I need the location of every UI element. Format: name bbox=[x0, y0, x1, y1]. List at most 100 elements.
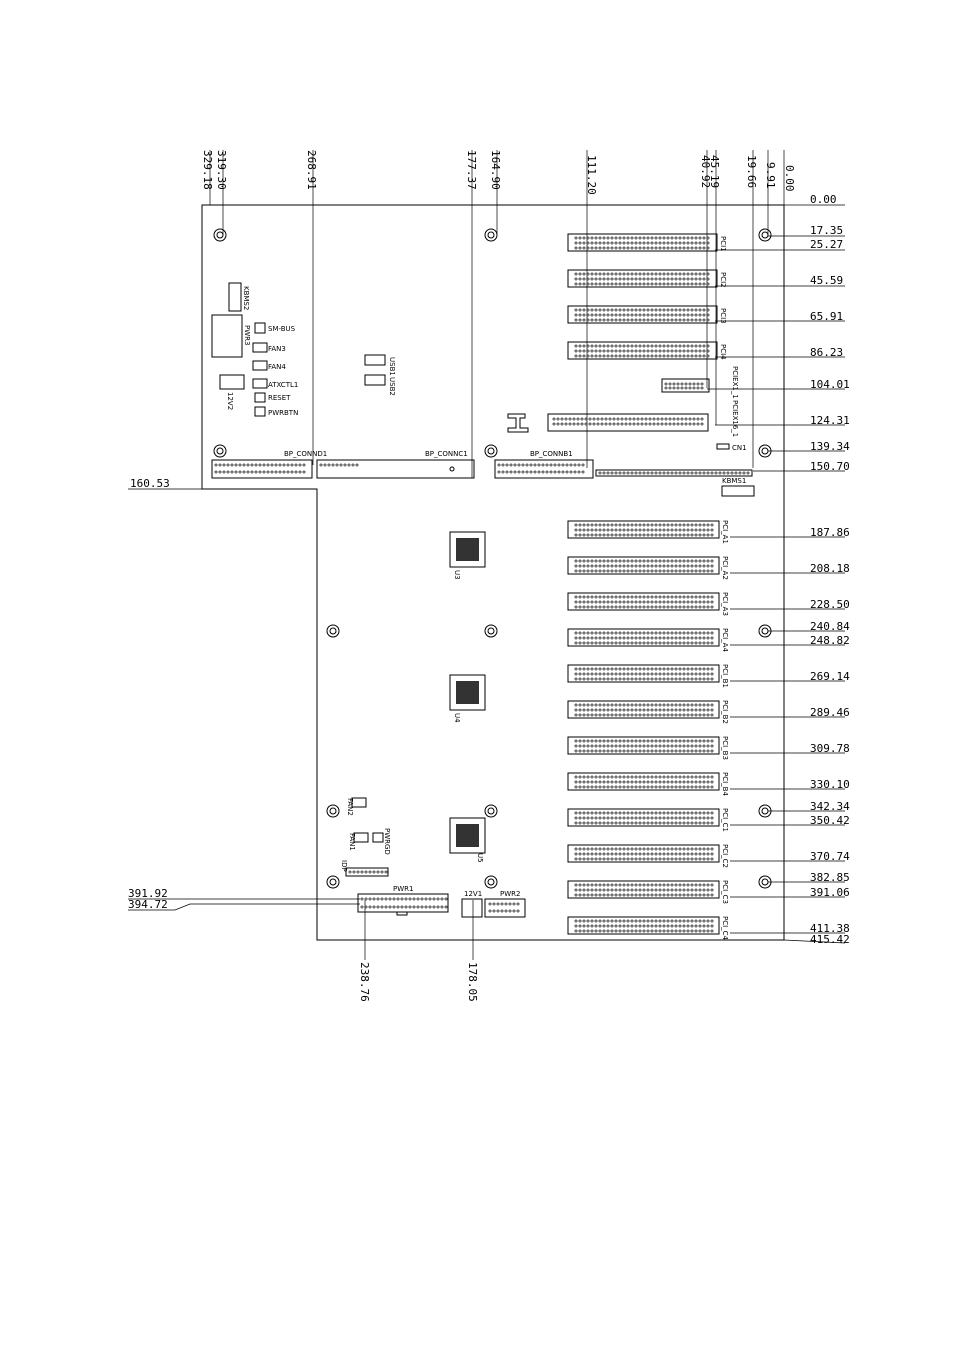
pin bbox=[638, 559, 642, 563]
pin bbox=[702, 272, 706, 276]
pin bbox=[692, 382, 696, 386]
pin bbox=[650, 308, 654, 312]
dim-left-2: 394.72 bbox=[128, 898, 168, 911]
pin bbox=[670, 605, 674, 609]
pin bbox=[626, 564, 630, 568]
pin bbox=[646, 349, 650, 353]
pin bbox=[642, 703, 646, 707]
pin bbox=[598, 528, 602, 532]
pin bbox=[678, 595, 682, 599]
pin bbox=[610, 277, 614, 281]
pin bbox=[582, 241, 586, 245]
pin bbox=[602, 667, 606, 671]
pin bbox=[686, 349, 690, 353]
pin bbox=[594, 847, 598, 851]
pin bbox=[614, 929, 618, 933]
pin bbox=[634, 749, 638, 753]
pin bbox=[654, 703, 658, 707]
pin bbox=[610, 883, 614, 887]
pin bbox=[561, 470, 565, 474]
pin bbox=[674, 523, 678, 527]
pin bbox=[347, 463, 351, 467]
pin bbox=[586, 847, 590, 851]
pin bbox=[702, 636, 706, 640]
pin bbox=[690, 631, 694, 635]
pin bbox=[626, 605, 630, 609]
pin bbox=[634, 344, 638, 348]
pin bbox=[642, 883, 646, 887]
pin bbox=[582, 641, 586, 645]
pin bbox=[582, 893, 586, 897]
pin bbox=[290, 463, 294, 467]
pin bbox=[634, 272, 638, 276]
pin bbox=[404, 897, 408, 901]
pin bbox=[650, 677, 654, 681]
pin bbox=[706, 282, 710, 286]
pin bbox=[578, 569, 582, 573]
pin bbox=[577, 470, 581, 474]
pin bbox=[614, 471, 618, 475]
pin bbox=[553, 463, 557, 467]
pin bbox=[702, 344, 706, 348]
pin bbox=[578, 631, 582, 635]
pin bbox=[606, 785, 610, 789]
kbms1-connector bbox=[721, 485, 755, 497]
pci-label: PCI_A3 bbox=[721, 592, 729, 616]
pin bbox=[654, 713, 658, 717]
pin bbox=[630, 847, 634, 851]
pin bbox=[622, 641, 626, 645]
pin bbox=[424, 897, 428, 901]
pin bbox=[560, 422, 564, 426]
pin bbox=[578, 672, 582, 676]
pin bbox=[666, 564, 670, 568]
pin bbox=[610, 241, 614, 245]
u5-chip bbox=[449, 817, 486, 854]
pin bbox=[710, 780, 714, 784]
pin bbox=[598, 344, 602, 348]
pin bbox=[650, 893, 654, 897]
pin bbox=[642, 564, 646, 568]
pin bbox=[602, 349, 606, 353]
pin bbox=[586, 744, 590, 748]
pin bbox=[574, 282, 578, 286]
left-headers: KBMS2 PWR3 SM-BUS FAN3 FAN4 ATXCTL1 RESE… bbox=[211, 282, 298, 417]
pin bbox=[674, 313, 678, 317]
pin bbox=[606, 595, 610, 599]
pin bbox=[610, 852, 614, 856]
pin bbox=[646, 471, 650, 475]
pin bbox=[658, 564, 662, 568]
pin bbox=[578, 816, 582, 820]
pin bbox=[590, 888, 594, 892]
pin bbox=[682, 708, 686, 712]
pin bbox=[706, 713, 710, 717]
pin bbox=[578, 919, 582, 923]
pin bbox=[642, 775, 646, 779]
pin bbox=[670, 533, 674, 537]
pin bbox=[680, 422, 684, 426]
pin bbox=[384, 897, 388, 901]
pin bbox=[656, 417, 660, 421]
pin bbox=[690, 929, 694, 933]
pin bbox=[642, 528, 646, 532]
pin bbox=[578, 739, 582, 743]
pin bbox=[662, 308, 666, 312]
pin bbox=[521, 470, 525, 474]
pin bbox=[642, 636, 646, 640]
pin bbox=[674, 713, 678, 717]
pin bbox=[630, 344, 634, 348]
pin bbox=[698, 924, 702, 928]
pin bbox=[666, 929, 670, 933]
pin bbox=[590, 739, 594, 743]
pin bbox=[686, 749, 690, 753]
pin bbox=[700, 382, 704, 386]
board-outline bbox=[201, 204, 785, 941]
pin bbox=[678, 272, 682, 276]
pin bbox=[590, 282, 594, 286]
pin bbox=[692, 422, 696, 426]
pin bbox=[686, 672, 690, 676]
pin bbox=[610, 354, 614, 358]
dim-right-19: 342.34 bbox=[810, 800, 850, 813]
pin bbox=[642, 641, 646, 645]
bottom-dimensions: 238.76 178.05 bbox=[358, 900, 479, 1002]
pin bbox=[582, 354, 586, 358]
